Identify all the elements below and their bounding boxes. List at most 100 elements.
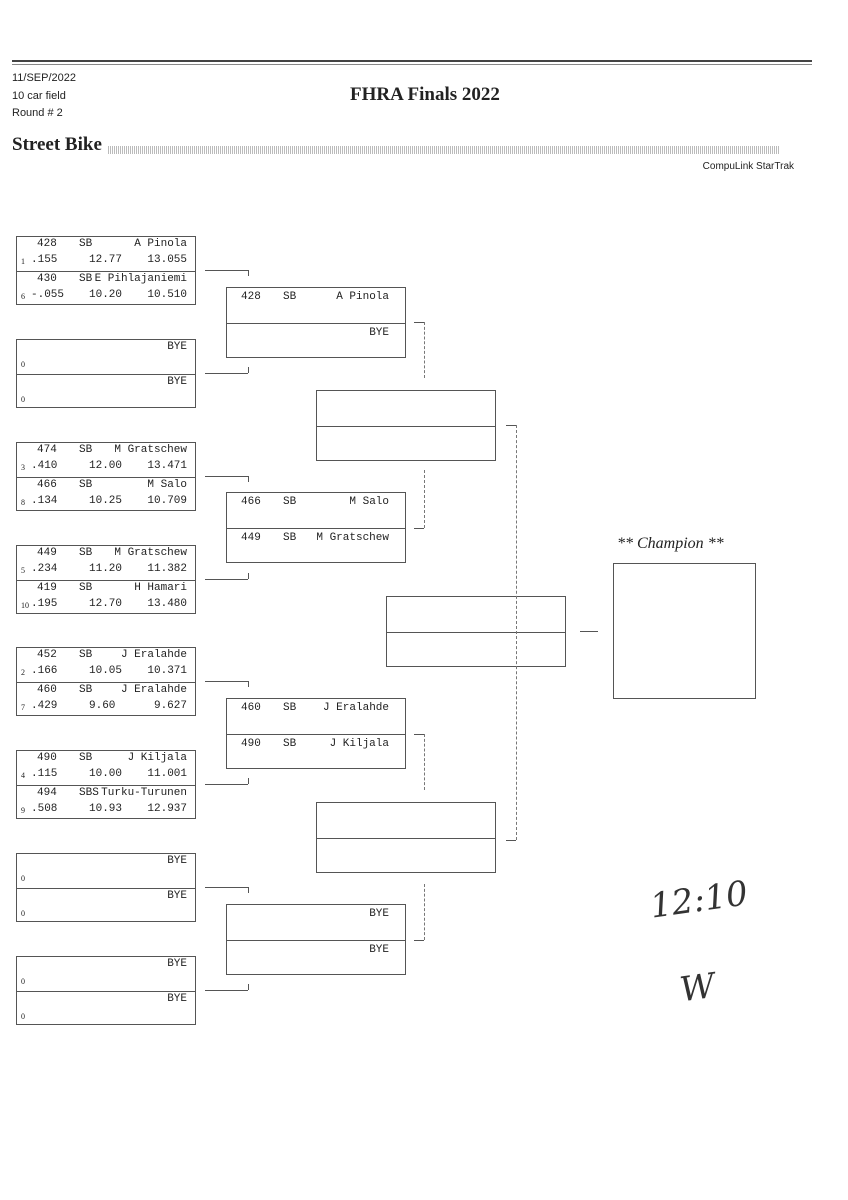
round1-matchup: 474 SB M Gratschew 3 .410 12.00 13.471 4… <box>16 442 196 511</box>
seed: 9 <box>21 806 25 815</box>
round2-matchup: 428 SB A Pinola BYE <box>226 287 406 358</box>
connector-line <box>414 528 424 529</box>
dial-in: 10.00 <box>89 768 123 780</box>
entry: 452 SB J Eralahde 2 .166 10.05 10.371 <box>17 648 195 682</box>
class-code: SB <box>79 444 93 456</box>
entry: BYE 0 <box>17 340 195 374</box>
entry: BYE <box>227 940 405 975</box>
entry: BYE <box>227 905 405 940</box>
entry: 419 SB H Hamari 10 .195 12.70 13.480 <box>17 580 195 614</box>
round1-matchup: 452 SB J Eralahde 2 .166 10.05 10.371 46… <box>16 647 196 716</box>
class-code: SB <box>79 752 93 764</box>
dial-in: 12.00 <box>89 460 123 472</box>
racer-name: BYE <box>167 855 187 867</box>
racer-name: M Gratschew <box>114 444 187 456</box>
elapsed-time: 13.471 <box>147 460 187 472</box>
handwritten-mark: W <box>677 965 718 1011</box>
seed: 0 <box>21 395 25 404</box>
class-title: Street Bike <box>12 134 102 155</box>
bike-number: 466 <box>37 479 57 491</box>
seed: 3 <box>21 463 25 472</box>
racer-name: A Pinola <box>134 238 187 250</box>
connector-line <box>205 990 248 991</box>
connector <box>580 631 598 632</box>
bike-number: 460 <box>37 684 57 696</box>
reaction-time: .155 <box>31 254 58 266</box>
connector-line <box>205 887 248 888</box>
connector-line <box>414 322 424 323</box>
connector-line <box>248 778 249 784</box>
elapsed-time: 11.001 <box>147 768 187 780</box>
round3-box-2 <box>316 802 496 873</box>
connector-line <box>205 784 248 785</box>
racer-name: BYE <box>167 341 187 353</box>
reaction-time: .115 <box>31 768 58 780</box>
class-code: SB <box>283 496 297 508</box>
reaction-time: .134 <box>31 495 58 507</box>
bike-number: 449 <box>37 547 57 559</box>
seed: 4 <box>21 771 25 780</box>
round-number: Round # 2 <box>12 107 63 119</box>
field-size: 10 car field <box>12 90 66 102</box>
entry: 430 SB E Pihlajaniemi 6 -.055 10.20 10.5… <box>17 271 195 305</box>
racer-name: BYE <box>369 944 389 956</box>
seed: 0 <box>21 1012 25 1021</box>
entry: BYE 0 <box>17 957 195 991</box>
elapsed-time: 11.382 <box>147 563 187 575</box>
racer-name: E Pihlajaniemi <box>94 273 187 285</box>
racer-name: H Hamari <box>134 582 187 594</box>
champion-box <box>613 563 756 699</box>
connector-line <box>516 425 517 840</box>
bike-number: 494 <box>37 787 57 799</box>
handwritten-time: 12:10 <box>647 873 751 927</box>
round3-box-1 <box>316 390 496 461</box>
class-code: SB <box>283 738 297 750</box>
connector-line <box>248 887 249 893</box>
seed: 10 <box>21 601 29 610</box>
dial-in: 10.25 <box>89 495 123 507</box>
entry: 494 SBS Turku-Turunen 9 .508 10.93 12.93… <box>17 785 195 819</box>
reaction-time: .508 <box>31 803 58 815</box>
elapsed-time: 12.937 <box>147 803 187 815</box>
seed: 0 <box>21 909 25 918</box>
class-code: SB <box>283 702 297 714</box>
reaction-time: .195 <box>31 598 58 610</box>
class-code: SB <box>79 649 93 661</box>
reaction-time: -.055 <box>31 289 65 301</box>
class-code: SB <box>79 547 93 559</box>
entry: 490 SB J Kiljala <box>227 734 405 769</box>
dial-in: 12.77 <box>89 254 123 266</box>
reaction-time: .429 <box>31 700 58 712</box>
dial-in: 10.20 <box>89 289 123 301</box>
racer-name: BYE <box>167 958 187 970</box>
racer-name: J Kiljala <box>127 752 187 764</box>
class-code: SB <box>79 684 93 696</box>
connector-line <box>205 579 248 580</box>
connector-line <box>248 681 249 687</box>
connector-line <box>424 884 425 940</box>
bike-number: 419 <box>37 582 57 594</box>
round2-matchup: BYE BYE <box>226 904 406 975</box>
class-code: SB <box>283 291 297 303</box>
dotted-fill <box>108 146 780 154</box>
connector-line <box>205 476 248 477</box>
connector-line <box>248 367 249 373</box>
bike-number: 449 <box>241 532 261 544</box>
connector-line <box>424 470 425 528</box>
racer-name: Turku-Turunen <box>101 787 187 799</box>
elapsed-time: 10.709 <box>147 495 187 507</box>
round1-matchup: 449 SB M Gratschew 5 .234 11.20 11.382 4… <box>16 545 196 614</box>
reaction-time: .234 <box>31 563 58 575</box>
dial-in: 9.60 <box>89 700 116 712</box>
racer-name: BYE <box>167 890 187 902</box>
entry: BYE <box>227 323 405 358</box>
racer-name: BYE <box>167 993 187 1005</box>
racer-name: M Gratschew <box>114 547 187 559</box>
seed: 8 <box>21 498 25 507</box>
connector-line <box>248 476 249 482</box>
connector-line <box>414 940 424 941</box>
event-title: FHRA Finals 2022 <box>350 84 500 105</box>
racer-name: BYE <box>369 327 389 339</box>
racer-name: A Pinola <box>336 291 389 303</box>
